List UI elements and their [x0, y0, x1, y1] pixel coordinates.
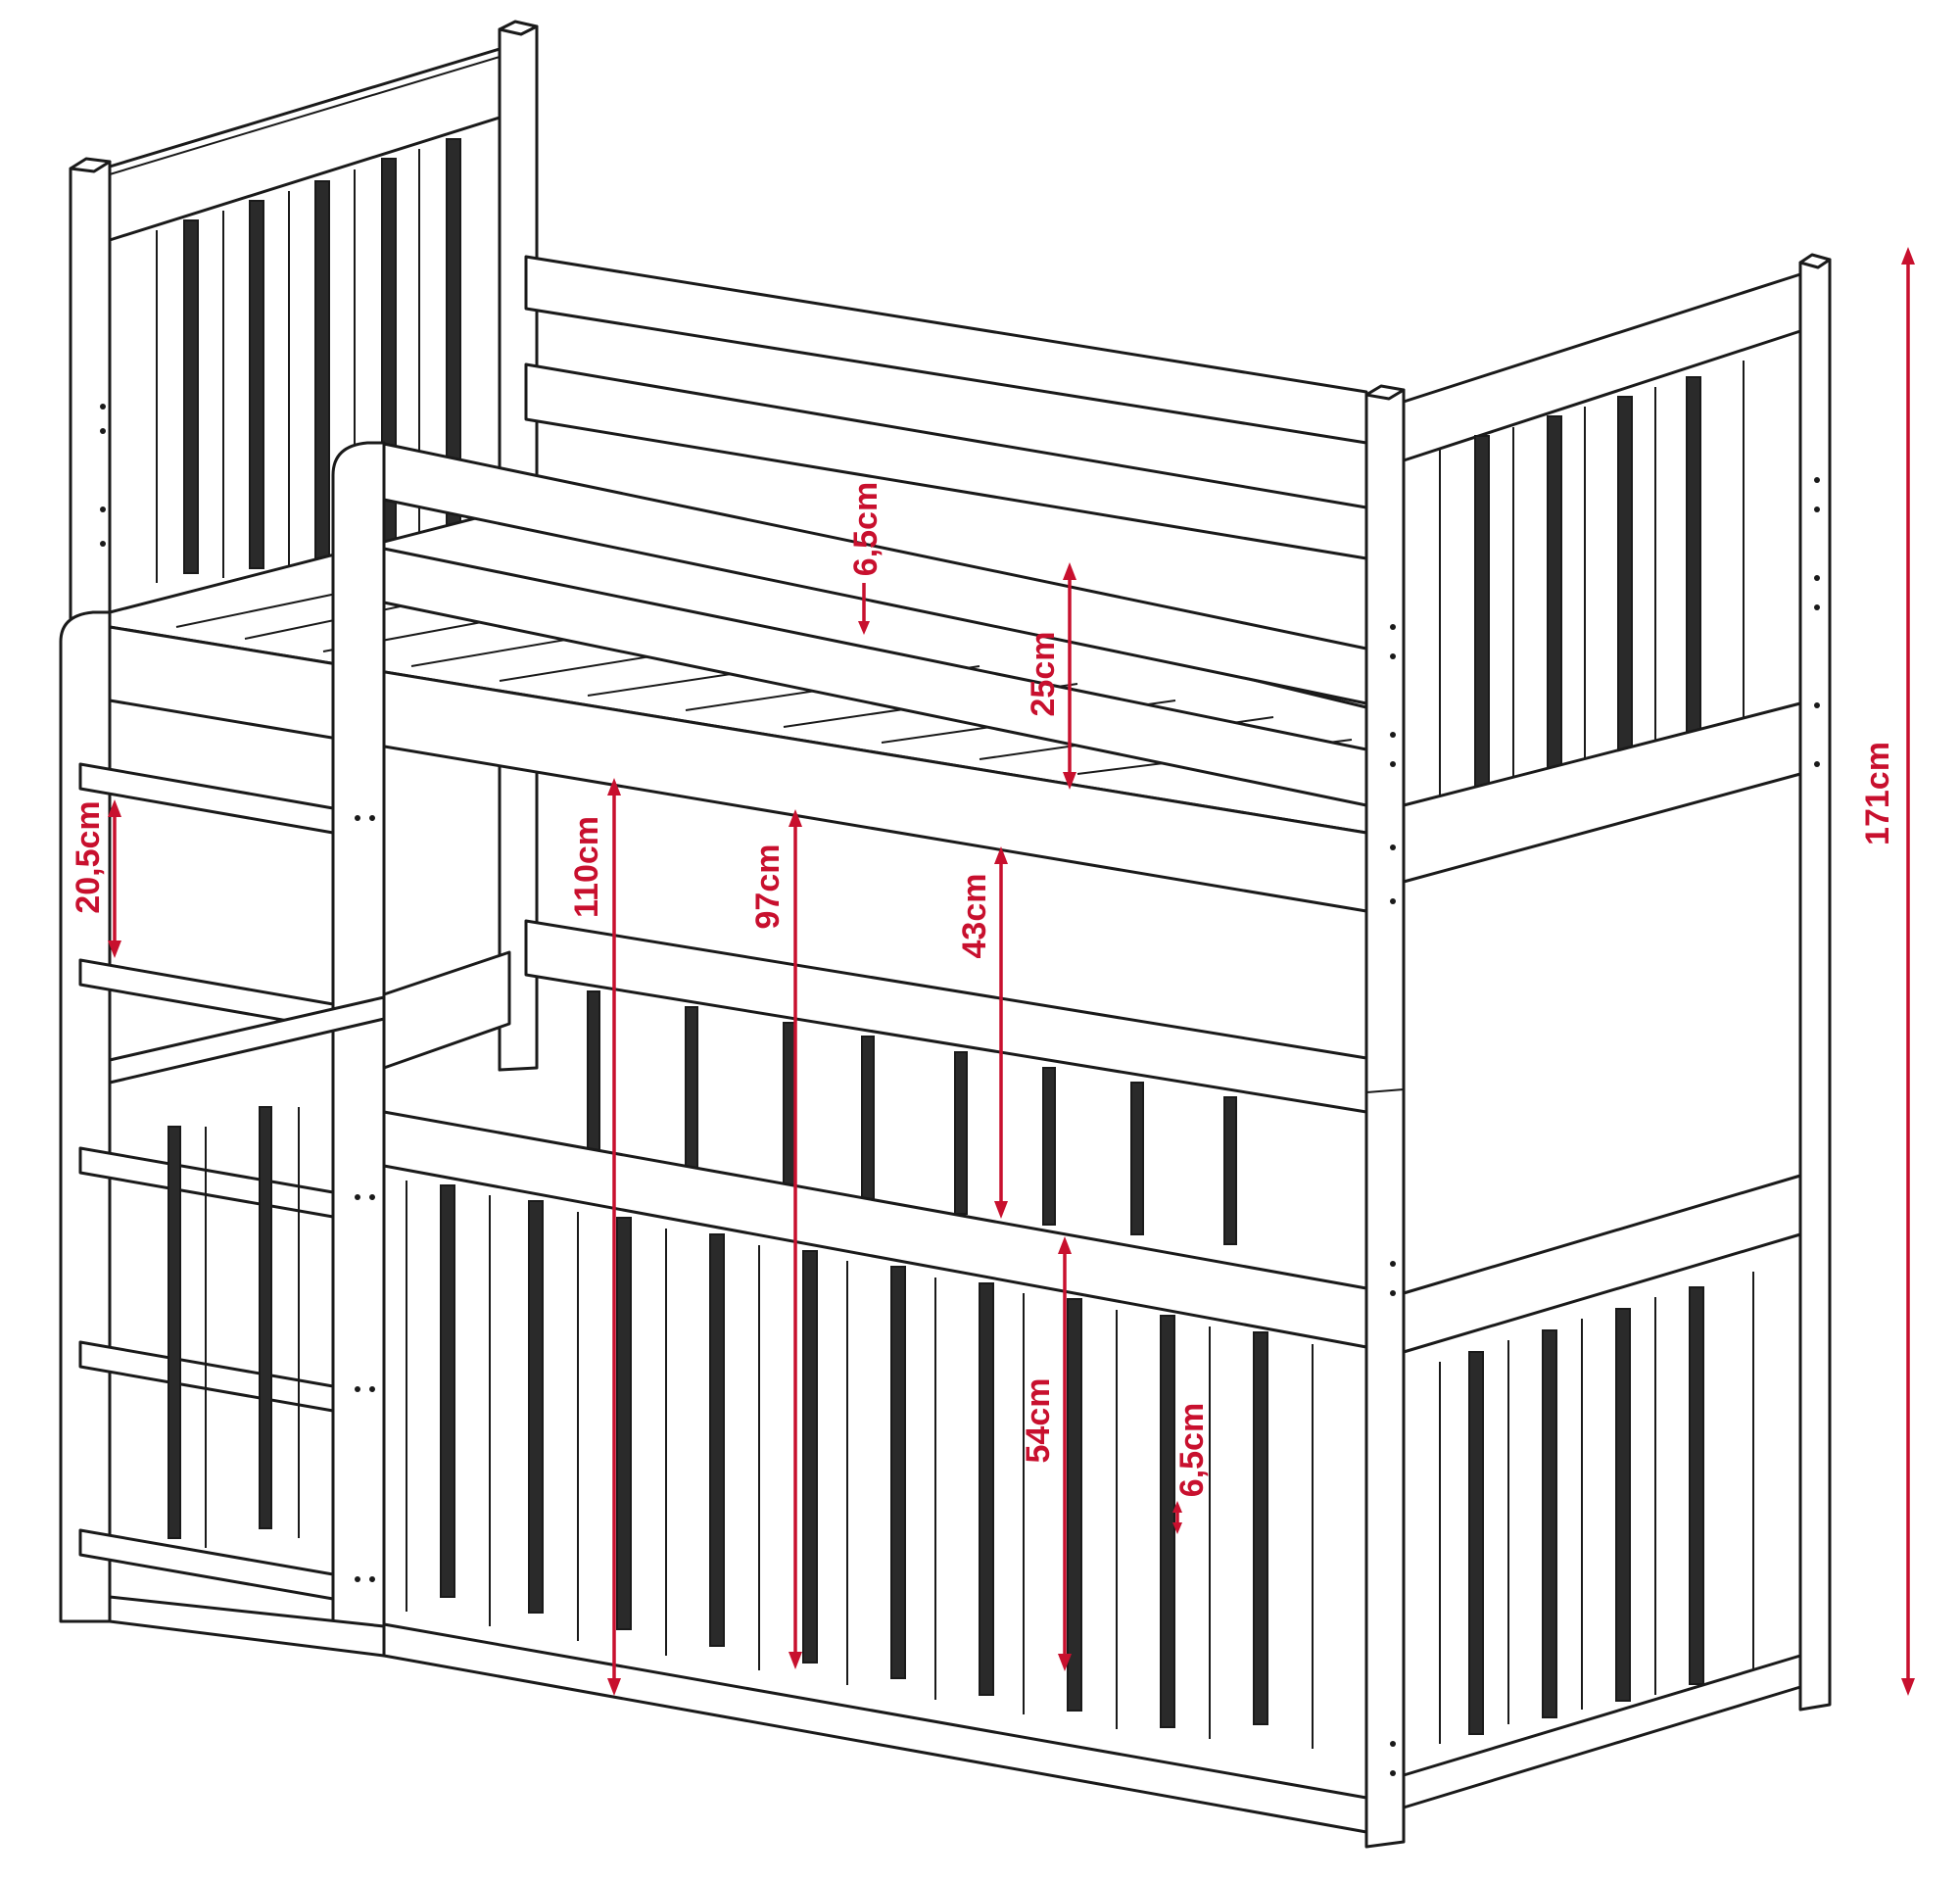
label-25: 25cm — [1025, 632, 1062, 717]
label-43: 43cm — [956, 874, 993, 959]
label-110: 110cm — [568, 816, 605, 918]
lower-right-end — [1402, 1174, 1802, 1809]
dimension-lines — [108, 247, 1915, 1696]
dimension-labels: 171cm 110cm 97cm 43cm 25cm 6,5cm 20,5cm … — [70, 482, 1896, 1497]
lower-left-slats — [167, 1106, 300, 1548]
front-right-post — [1364, 384, 1406, 1849]
label-54: 54cm — [1020, 1378, 1057, 1464]
lower-front-slats — [406, 1181, 1314, 1749]
lower-right-slats — [1439, 1272, 1754, 1744]
right-headboard-upper — [1402, 253, 1832, 1712]
lower-left-end — [108, 950, 511, 1548]
lower-front-guard — [108, 1110, 1368, 1834]
label-20-5: 20,5cm — [70, 800, 107, 913]
right-headboard-slats — [1439, 361, 1745, 803]
label-6-5-lower: 6,5cm — [1173, 1403, 1211, 1497]
label-97: 97cm — [749, 844, 787, 930]
label-6-5-upper: 6,5cm — [847, 482, 884, 576]
label-171: 171cm — [1859, 742, 1896, 845]
post-holes — [100, 404, 1820, 1776]
